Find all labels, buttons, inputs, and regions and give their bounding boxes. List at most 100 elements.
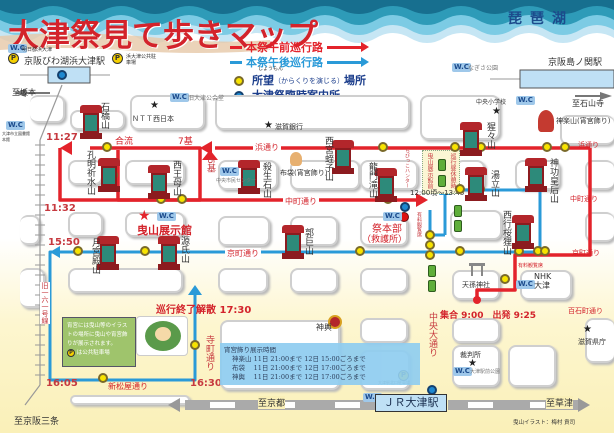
legend-afternoon: 本祭午後巡行路	[230, 55, 369, 70]
float-label-kakkyo: 郭巨山	[303, 228, 313, 255]
float-label-gekkyuden: 月宮殿山	[90, 238, 100, 274]
shomon-point	[190, 340, 200, 350]
star-icon: ★	[264, 120, 273, 131]
float-icon	[148, 165, 170, 199]
star-icon: ★	[468, 358, 477, 369]
time-1605: 16:05	[46, 378, 78, 389]
shomon-point	[98, 373, 108, 383]
mascot-illustration	[136, 316, 188, 356]
city-block	[452, 318, 500, 343]
wc-icon: W.C	[8, 44, 27, 53]
hikiyama-hall-star-icon: ★	[138, 208, 151, 224]
wc-icon: W.C	[6, 121, 25, 130]
blue-arrow-marker	[188, 285, 202, 295]
float-label-ryumon: 龍門滝山	[367, 162, 377, 198]
city-block	[420, 95, 500, 140]
wc-icon: W.C	[220, 167, 239, 176]
shomon-point	[425, 240, 435, 250]
torii-icon	[481, 266, 483, 276]
chuo-center-label: 中央市民センター	[216, 178, 257, 184]
shomon-point	[378, 142, 388, 152]
time-1127: 11:27	[46, 132, 78, 143]
float-label-jingu: 神功皇后山	[548, 158, 558, 203]
rest-area: 曳山展示館前 巡行昼休憩時	[422, 150, 460, 194]
torii-icon	[471, 266, 473, 276]
red-arrow-marker	[60, 141, 72, 155]
blue-arrow-icon	[327, 57, 369, 67]
street-hama: 浜通り	[253, 142, 281, 153]
paid-seats-label: 有料観覧席	[518, 263, 544, 269]
red-arrow-icon	[327, 42, 369, 52]
nagisa-park-label: なぎさ公園	[468, 65, 499, 72]
note-line: 宵宮には曳山等のイラス	[67, 323, 128, 329]
note-line: は公共駐車場	[76, 350, 110, 356]
paid-seats-label: 有料観覧席	[416, 212, 422, 237]
city-block	[125, 160, 185, 185]
wc-icon: W.C	[170, 93, 189, 102]
street-hyakkoku: 百石町通り	[568, 307, 603, 315]
to-kusatsu-label: 至草津	[546, 396, 574, 409]
street-shinmatsuya: 新松屋通り	[108, 382, 148, 391]
star-icon: ★	[583, 324, 592, 335]
float-label-yudate: 湯立山	[489, 170, 499, 197]
float-parking-icon	[454, 220, 462, 232]
otsu-station-park-label: 大津駅前公園	[470, 369, 501, 375]
shomon-ruby: しょうもん	[258, 66, 284, 72]
city-block	[68, 212, 103, 237]
star-icon: ★	[492, 106, 501, 117]
float-icon	[512, 215, 534, 249]
junction-goryu: 合流	[115, 137, 134, 147]
float-icon	[238, 160, 260, 194]
float-label-ishibashi: 石橋山	[99, 102, 109, 129]
float-label-hotei: 布袋(宵宮飾り)	[280, 169, 328, 177]
mikoshi-icon	[328, 315, 342, 329]
street-hama-east: 浜通り	[578, 141, 599, 149]
city-block	[218, 216, 270, 246]
old-hall-label: 旧大津公会堂	[188, 95, 225, 102]
pref-office-label: 滋賀県庁	[578, 338, 606, 346]
city-block	[215, 95, 410, 130]
shomon-point	[355, 246, 365, 256]
float-icon	[525, 158, 547, 192]
parade-start-label: 集合 9:00 出発 9:25	[440, 311, 537, 321]
time-1550: 15:50	[48, 237, 80, 248]
hamaotsu-parking-label: 浜大津公共駐車場	[126, 54, 157, 66]
float-icon	[158, 236, 180, 270]
asahi-parking-label: 明日都浜大津	[22, 47, 53, 53]
junction-7: 7基	[178, 137, 193, 147]
info-center-point	[57, 70, 67, 80]
wc-icon: W.C	[516, 96, 535, 105]
shomon-point	[140, 246, 150, 256]
keihan-biwako-station: 京阪びわ湖浜大津駅	[24, 57, 106, 67]
to-sakamoto-label: 至坂本	[12, 88, 36, 97]
float-parking-icon	[454, 205, 462, 217]
kagura-icon	[538, 110, 554, 132]
sign-center-label: ちびっこハンター	[404, 148, 410, 188]
float-label-genji: 源氏山	[179, 236, 189, 263]
morning-route-start	[475, 148, 592, 298]
float-label-nishinomiya: 西宮蛭子山	[323, 136, 333, 181]
legend-shomon: 所望 （からくりを演じる） 場所	[230, 73, 366, 88]
city-block	[585, 318, 614, 363]
legend-shomon-label: 所望	[252, 73, 274, 87]
mikoshi-label: 神輿	[316, 323, 332, 332]
afternoon-route-kyomachi	[200, 188, 542, 254]
street-chuo-odori: 中央大通り	[427, 312, 437, 357]
rest-label: 巡行昼休憩時	[449, 153, 456, 189]
legend-shomon-note: （からくりを演じる）	[274, 76, 344, 85]
street-kyomachi: 京町通り	[225, 248, 261, 259]
city-block	[68, 268, 183, 293]
tenson-shrine-label: 天孫神社	[462, 281, 490, 289]
shomon-point	[177, 194, 187, 204]
info-box-row: 布袋 11日 21:00まで 12日 17:00ごろまで	[232, 364, 366, 372]
shomon-point	[455, 246, 465, 256]
float-icon	[97, 236, 119, 270]
info-center-point	[400, 202, 410, 212]
shiga-bank-label: 滋賀銀行	[275, 123, 303, 131]
wc-icon: W.C	[452, 63, 471, 72]
jr-otsu-station: ＪＲ大津駅	[375, 394, 447, 412]
first-aid-label: （救護所）	[362, 235, 408, 245]
float-icon	[465, 167, 487, 201]
info-box-heading: 宵宮飾り展示時間	[224, 346, 276, 354]
